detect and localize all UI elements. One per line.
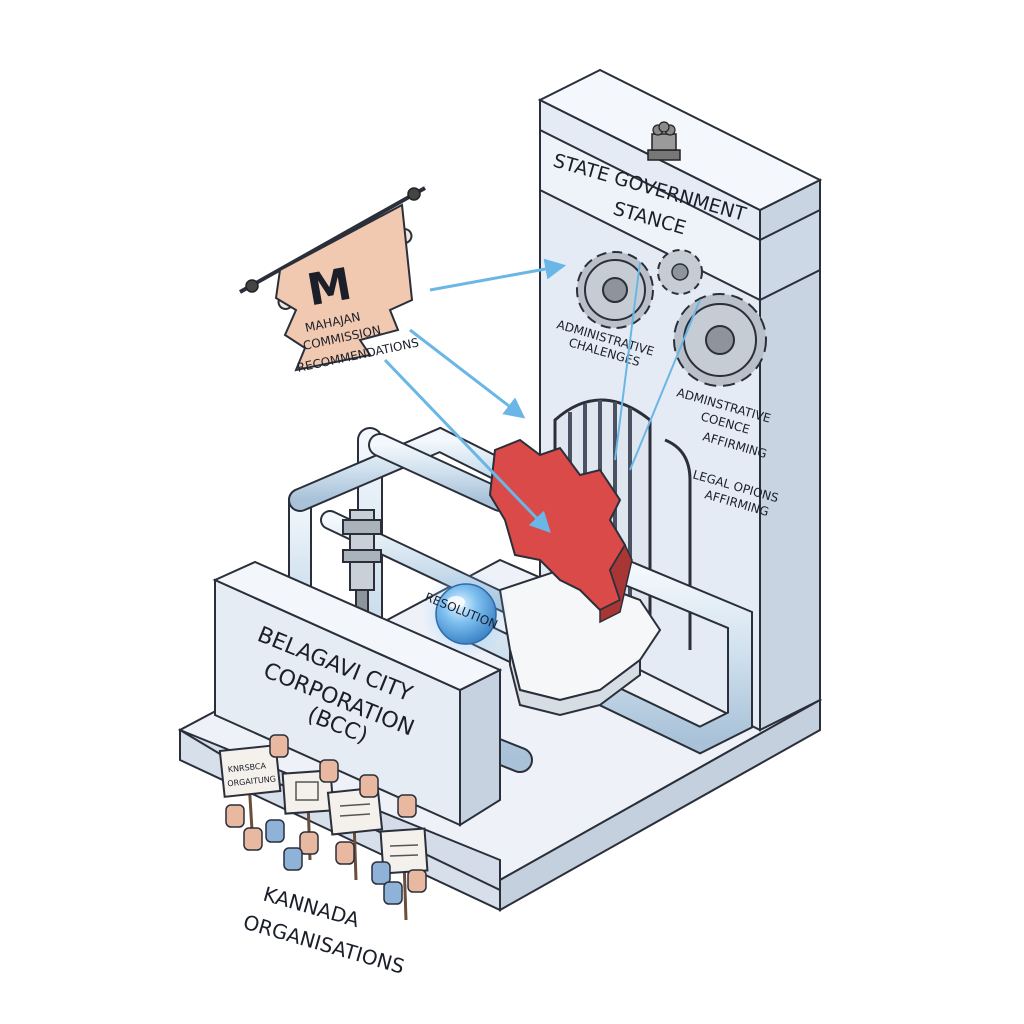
arrow-to-state [429, 258, 567, 292]
fist-icon [225, 734, 427, 893]
placard-icon [379, 827, 429, 921]
protest-group: KNRSBCA ORGAITUNG [218, 734, 429, 921]
gear-icon [576, 251, 654, 329]
fist-icon [265, 819, 403, 905]
valve-icon [342, 509, 382, 613]
gear-icon [673, 293, 767, 387]
map-red-region [488, 438, 633, 624]
emblem-icon [647, 121, 681, 161]
gear-icon [657, 249, 703, 295]
scroll-letter: M [303, 259, 355, 317]
arrow-up-2 [629, 299, 701, 471]
scroll-icon [239, 186, 426, 372]
arrow-to-map [383, 358, 551, 534]
arrow-to-gate [409, 328, 526, 419]
placard-icon [218, 744, 282, 831]
arrows [383, 258, 701, 534]
orb-icon [422, 570, 510, 658]
placard-text-line1: KNRSBCA [227, 761, 267, 774]
arrow-up-1 [614, 261, 641, 461]
placard-icon [326, 786, 384, 881]
